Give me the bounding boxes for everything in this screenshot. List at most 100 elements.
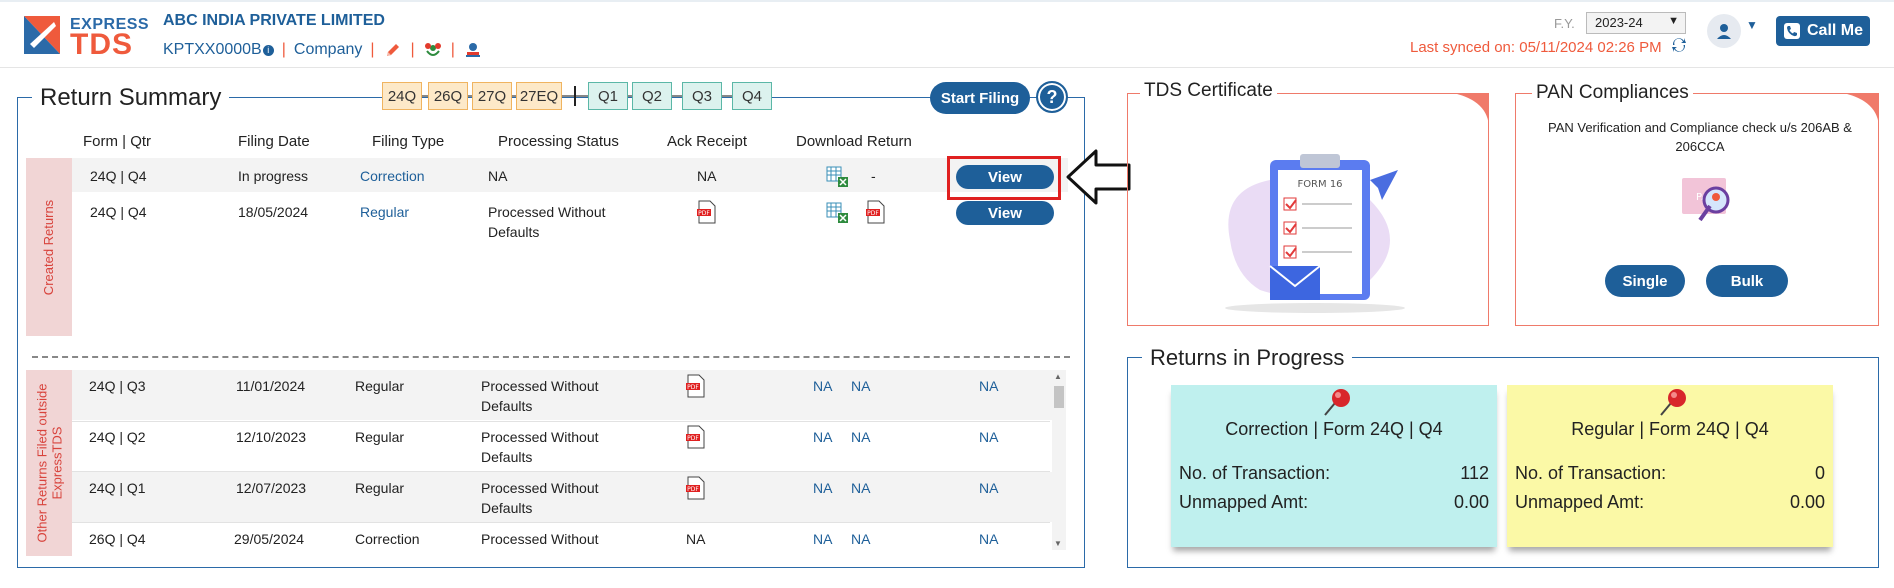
fy-select[interactable]: 2023-24 ▼ <box>1586 12 1686 34</box>
chip-divider <box>574 86 576 106</box>
row-divider <box>72 522 1050 523</box>
return-summary-title: Return Summary <box>32 84 230 112</box>
top-header: EXPRESS TDS ABC INDIA PRIVATE LIMITED KP… <box>0 0 1894 68</box>
col-filing-type: Filing Type <box>372 133 445 150</box>
separator: | <box>370 41 375 58</box>
chip-q1[interactable]: Q1 <box>588 82 628 110</box>
table-scrollbar[interactable]: ▲ ▼ <box>1052 370 1066 550</box>
other-row4-status-l1: Processed Without <box>481 531 599 547</box>
sync-icon[interactable] <box>1670 36 1688 59</box>
chip-26q[interactable]: 26Q <box>428 82 468 110</box>
scroll-down-icon[interactable]: ▼ <box>1054 539 1062 548</box>
chip-q3[interactable]: Q3 <box>682 82 722 110</box>
last-synced-text: Last synced on: 05/11/2024 02:26 PM <box>1410 39 1662 56</box>
svg-text:PDF: PDF <box>867 210 879 217</box>
scroll-up-icon[interactable]: ▲ <box>1054 372 1062 381</box>
created-row2-status-l2: Defaults <box>488 224 540 240</box>
progress-card-title: Regular | Form 24Q | Q4 <box>1571 419 1769 439</box>
scroll-thumb[interactable] <box>1054 386 1064 408</box>
other-row1-na3: NA <box>979 378 999 394</box>
other-row2-filing-type: Regular <box>355 429 405 445</box>
other-row3-filing-date: 12/07/2023 <box>236 480 307 496</box>
created-row2-filing-type[interactable]: Regular <box>360 204 410 220</box>
other-row3-na2: NA <box>851 480 871 496</box>
excel-download-icon[interactable] <box>826 166 850 188</box>
expresstds-logo[interactable]: EXPRESS TDS <box>20 14 160 61</box>
help-icon[interactable]: ? <box>1036 81 1068 113</box>
pdf-ack-icon[interactable]: PDF <box>697 200 717 224</box>
pdf-ack-icon[interactable]: PDF <box>686 425 706 449</box>
bulk-button[interactable]: Bulk <box>1706 265 1788 297</box>
svg-text:PDF: PDF <box>687 435 699 442</box>
progress-card-title: Correction | Form 24Q | Q4 <box>1225 419 1443 439</box>
svg-text:PDF: PDF <box>698 210 710 217</box>
other-row3-status-l1: Processed Without <box>481 480 599 496</box>
card-corner-fold-icon <box>1453 93 1489 129</box>
progress-card-regular[interactable]: Regular | Form 24Q | Q4 No. of Transacti… <box>1507 385 1833 547</box>
other-row4-filing-date: 29/05/2024 <box>234 531 305 547</box>
pointer-arrow-icon <box>1066 149 1131 205</box>
other-row1-filing-date: 11/01/2024 <box>236 378 306 394</box>
logo-tds-text: TDS <box>70 28 133 61</box>
tan-info-icon[interactable]: i <box>262 44 274 56</box>
call-me-label: Call Me <box>1806 22 1863 39</box>
excel-download-icon[interactable] <box>826 202 850 224</box>
chip-27eq[interactable]: 27EQ <box>516 82 562 110</box>
pdf-download-icon[interactable]: PDF <box>866 200 886 224</box>
created-row1-form-qtr: 24Q | Q4 <box>90 168 147 184</box>
user-avatar[interactable] <box>1707 14 1741 48</box>
svg-text:PDF: PDF <box>687 384 699 391</box>
created-row1-filing-date: In progress <box>238 168 309 184</box>
progress-card-txn-row: No. of Transaction: 0 <box>1515 463 1825 483</box>
pdf-ack-icon[interactable]: PDF <box>686 374 706 398</box>
col-filing-date: Filing Date <box>238 133 310 150</box>
view-button[interactable]: View <box>956 165 1054 189</box>
start-filing-button[interactable]: Start Filing <box>930 82 1030 114</box>
row-divider <box>72 471 1050 472</box>
other-row3-filing-type: Regular <box>355 480 405 496</box>
pdf-ack-icon[interactable]: PDF <box>686 476 706 500</box>
created-row1-filing-type[interactable]: Correction <box>360 168 425 184</box>
separator: | <box>410 41 415 58</box>
other-row3-status-l2: Defaults <box>481 500 533 516</box>
user-menu-caret-icon[interactable]: ▼ <box>1746 18 1758 32</box>
created-row1-ack: NA <box>697 168 717 184</box>
single-button[interactable]: Single <box>1605 265 1685 297</box>
chip-27q[interactable]: 27Q <box>472 82 512 110</box>
other-row4-form-qtr: 26Q | Q4 <box>89 531 146 547</box>
progress-card-correction[interactable]: Correction | Form 24Q | Q4 No. of Transa… <box>1171 385 1497 547</box>
tan-number: KPTXX0000B <box>163 41 262 58</box>
pan-compliances-card <box>1515 93 1879 326</box>
other-row1-status-l1: Processed Without <box>481 378 599 394</box>
company-details-row: KPTXX0000B i | Company | | | <box>163 40 483 60</box>
emblem-icon[interactable] <box>423 40 443 60</box>
created-returns-label: Created Returns <box>26 158 72 336</box>
table-row-highlight <box>72 370 1052 420</box>
tds-certificate-card[interactable] <box>1127 93 1489 326</box>
government-seal-icon[interactable] <box>463 40 483 60</box>
call-me-button[interactable]: Call Me <box>1776 16 1870 46</box>
created-row1-download-dash: - <box>871 168 876 184</box>
other-row3-form-qtr: 24Q | Q1 <box>89 480 146 496</box>
other-row3-na3: NA <box>979 480 999 496</box>
other-row2-status-l2: Defaults <box>481 449 533 465</box>
created-row1-status: NA <box>488 168 508 184</box>
form16-clipboard-icon: FORM 16 <box>1225 154 1405 313</box>
progress-card-amt-row: Unmapped Amt: 0.00 <box>1179 492 1489 512</box>
svg-text:PDF: PDF <box>687 486 699 493</box>
view-button[interactable]: View <box>956 201 1054 225</box>
chip-q4[interactable]: Q4 <box>732 82 772 110</box>
other-row1-form-qtr: 24Q | Q3 <box>89 378 146 394</box>
progress-card-txn-row: No. of Transaction: 112 <box>1179 463 1489 483</box>
chip-q2[interactable]: Q2 <box>632 82 672 110</box>
edit-pencil-icon[interactable] <box>383 40 403 60</box>
col-form-qtr: Form | Qtr <box>83 133 152 150</box>
col-ack-receipt: Ack Receipt <box>667 133 748 150</box>
created-row2-status-l1: Processed Without <box>488 204 606 220</box>
chip-24q[interactable]: 24Q <box>382 82 422 110</box>
created-row2-form-qtr: 24Q | Q4 <box>90 204 147 220</box>
other-row3-na1: NA <box>813 480 833 496</box>
pan-verify-magnifier-icon: PAN <box>1682 178 1730 222</box>
highlight-box <box>947 156 1061 200</box>
